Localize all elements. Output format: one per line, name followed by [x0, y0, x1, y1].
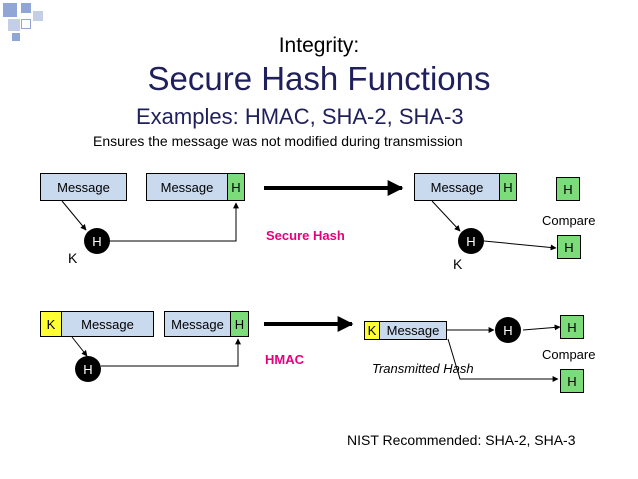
message-box-sent: Message [146, 173, 228, 201]
transmitted-hash-label: Transmitted Hash [372, 361, 474, 376]
hash-box-hmac-sent: H [230, 311, 249, 337]
message-box-hmac-original: Message [61, 311, 154, 337]
key-box-hmac: K [40, 311, 62, 337]
hash-box-compare-bottom: H [557, 235, 581, 259]
title-integrity: Integrity: [278, 34, 360, 57]
subtitle-description: Ensures the message was not modified dur… [93, 133, 463, 149]
nist-recommendation: NIST Recommended: SHA-2, SHA-3 [347, 432, 576, 448]
hmac-label: HMAC [265, 352, 304, 367]
hash-function-circle-sender: H [84, 228, 110, 254]
message-box-hmac-received: Message [379, 321, 447, 340]
secure-hash-label: Secure Hash [266, 228, 345, 243]
key-box-hmac-received: K [364, 321, 380, 340]
hash-box-sent: H [227, 173, 245, 201]
message-box-original: Message [40, 173, 127, 201]
key-label-receiver: K [453, 256, 463, 272]
compare-label-top: Compare [542, 213, 596, 228]
message-box-hmac-sent: Message [164, 311, 231, 337]
hash-function-circle-receiver: H [458, 228, 484, 254]
page-title: Secure Hash Functions [147, 60, 491, 97]
hash-box-hmac-compare-bottom: H [560, 369, 584, 393]
key-label-sender: K [68, 250, 78, 266]
message-box-received: Message [414, 173, 500, 201]
hash-box-hmac-compare-top: H [560, 315, 584, 339]
compare-label-bottom: Compare [542, 347, 596, 362]
hmac-function-circle-sender: H [75, 356, 101, 382]
hash-box-received: H [499, 173, 517, 201]
hmac-function-circle-receiver: H [495, 317, 521, 343]
hash-box-compare-top: H [556, 177, 580, 201]
subtitle-examples: Examples: HMAC, SHA-2, SHA-3 [136, 104, 464, 129]
